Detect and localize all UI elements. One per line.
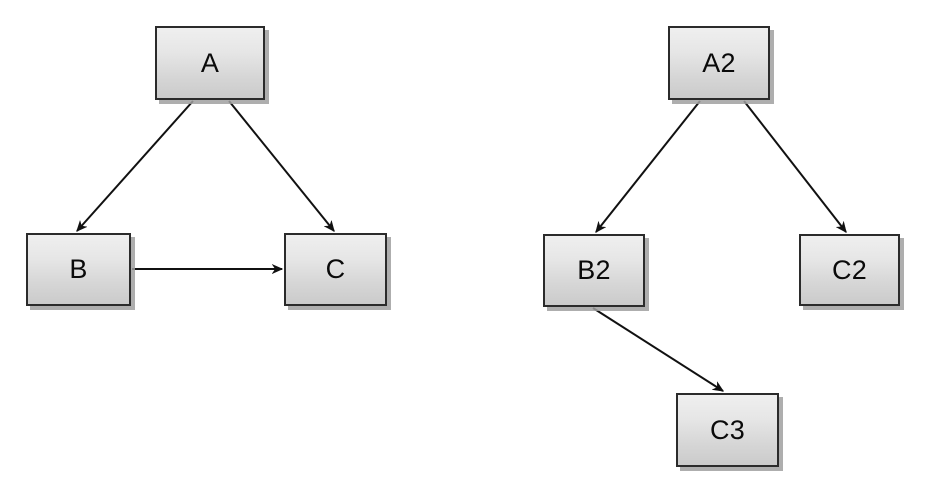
node-c3[interactable]: C3	[676, 393, 779, 467]
node-label-a: A	[200, 47, 220, 78]
node-a2[interactable]: A2	[668, 26, 770, 100]
node-a[interactable]: A	[155, 26, 265, 100]
node-c2[interactable]: C2	[799, 234, 900, 306]
node-label-c2: C2	[832, 254, 867, 285]
node-label-b: B	[69, 254, 88, 284]
edge-a2-to-c2	[743, 100, 847, 232]
node-label-c3: C3	[710, 414, 745, 445]
node-b[interactable]: B	[26, 233, 131, 306]
node-label-a2: A2	[702, 47, 736, 78]
edge-a-to-c	[228, 100, 334, 231]
edge-b2-to-c3	[592, 307, 723, 392]
node-b2[interactable]: B2	[543, 234, 645, 307]
node-label-c: C	[325, 254, 346, 284]
node-label-b2: B2	[577, 255, 611, 285]
edge-a2-to-b2	[595, 100, 701, 232]
edges-group	[77, 100, 847, 392]
edge-a-to-b	[77, 100, 194, 231]
node-c[interactable]: C	[284, 233, 387, 306]
